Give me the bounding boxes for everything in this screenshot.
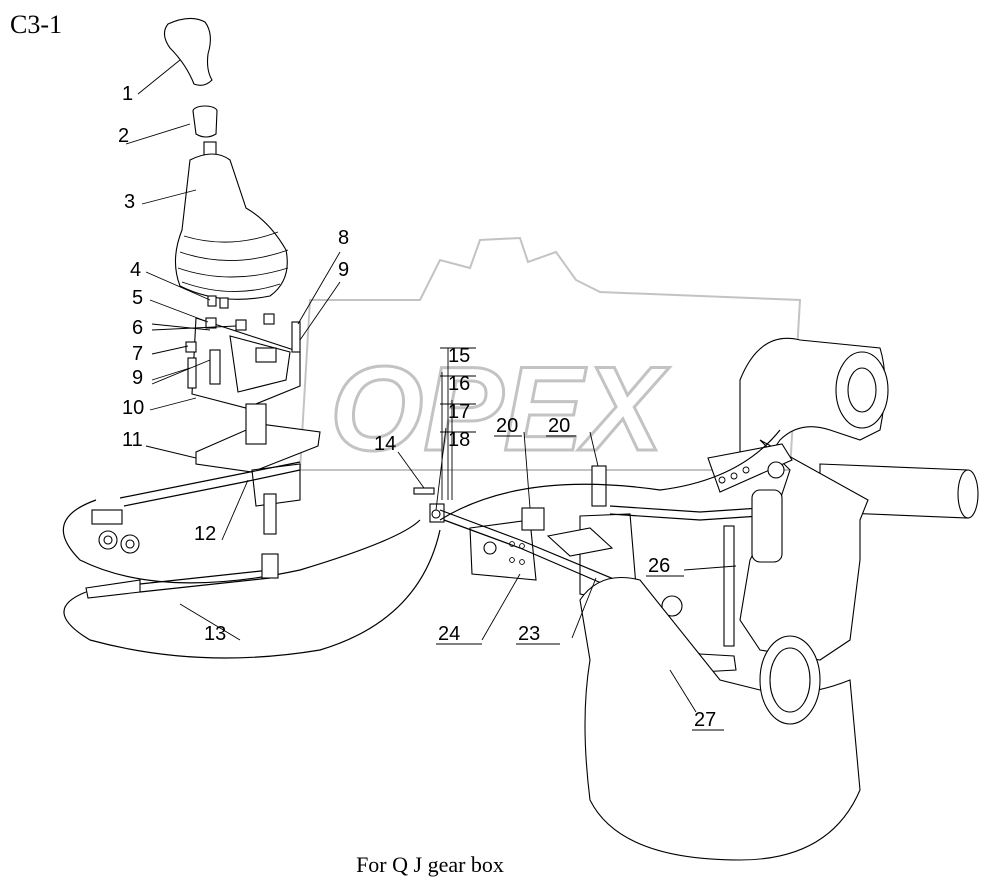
small-fittings (413, 487, 445, 523)
select-cable (63, 529, 441, 659)
callout-7: 7 (132, 343, 143, 365)
callout-11: 11 (122, 429, 143, 451)
callout-16: 16 (448, 373, 470, 395)
callout-12: 12 (194, 523, 216, 545)
callout-5: 5 (132, 287, 143, 309)
caption: For Q J gear box (356, 852, 504, 877)
callout-13: 13 (204, 623, 226, 645)
lever-bracket (195, 403, 321, 535)
callout-14: 14 (374, 433, 396, 455)
callout-10: 10 (122, 397, 144, 419)
callout-17: 17 (448, 401, 470, 423)
page-label: C3-1 (10, 10, 62, 39)
callout-2: 2 (118, 125, 129, 147)
callout-24: 24 (438, 623, 460, 645)
callout-3: 3 (124, 191, 135, 213)
callout-15: 15 (448, 345, 470, 367)
linkage-rods (439, 505, 761, 647)
rubber-boot (174, 141, 289, 300)
bolts (185, 295, 301, 389)
callout-underlines (436, 347, 724, 731)
callout-8: 8 (338, 227, 349, 249)
watermark-logo: OPEX (298, 236, 802, 478)
callout-labels: 1 2 3 4 5 6 7 8 9 9 10 11 12 13 14 15 16… (118, 83, 716, 731)
watermark-gear-outline (298, 236, 802, 471)
callout-18: 18 (448, 429, 470, 451)
gearbox-housing (439, 337, 979, 861)
shifter-base-assembly (185, 295, 301, 409)
callout-9-left: 9 (132, 367, 143, 389)
shift-knob (163, 17, 213, 86)
sleeve (192, 105, 218, 138)
callout-26: 26 (648, 555, 670, 577)
callout-4: 4 (130, 259, 141, 281)
callout-20-right: 20 (548, 415, 570, 437)
callout-27: 27 (694, 709, 716, 731)
callout-20-left: 20 (496, 415, 518, 437)
leader-lines (125, 59, 737, 713)
watermark-text: OPEX (330, 342, 670, 476)
callout-9-right: 9 (338, 259, 349, 281)
callout-1: 1 (122, 83, 133, 105)
callout-6: 6 (132, 317, 143, 339)
valve-block (469, 507, 545, 581)
callout-23: 23 (518, 623, 540, 645)
shift-cable (62, 461, 421, 584)
